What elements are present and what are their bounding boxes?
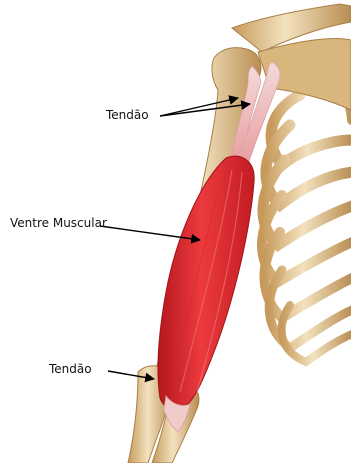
tendon-label-bottom: Tendão	[49, 362, 92, 376]
tendon-label-top: Tendão	[106, 108, 149, 122]
biceps-muscle	[158, 156, 254, 409]
muscle-belly-label: Ventre Muscular	[10, 216, 107, 230]
rib-cage	[262, 70, 351, 362]
